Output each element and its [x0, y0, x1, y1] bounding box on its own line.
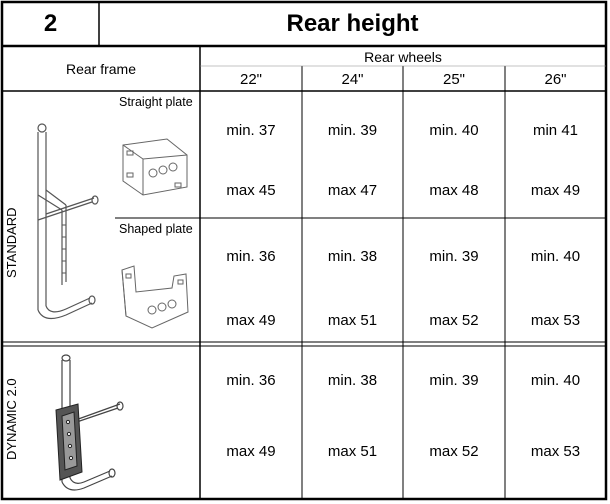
value-straight-min-26: min 41 [532, 121, 579, 139]
value-straight-max-24: max 47 [327, 181, 378, 199]
wheel-size-25: 25" [442, 70, 465, 88]
plate-label-shaped: Shaped plate [119, 222, 193, 236]
value-straight-min-24: min. 39 [327, 121, 378, 139]
group-label-standard: STANDARD [4, 207, 19, 278]
value-shaped-max-25: max 52 [429, 311, 479, 329]
value-shaped-max-22: max 49 [226, 311, 276, 329]
value-dynamic-max-25: max 52 [429, 442, 479, 460]
group-label-dynamic: DYNAMIC 2.0 [4, 378, 19, 460]
dynamic-frame-illustration [55, 354, 124, 491]
straight-plate-icon [122, 138, 188, 196]
plate-label-straight: Straight plate [119, 95, 193, 109]
value-straight-min-22: min. 37 [226, 121, 276, 139]
standard-frame-illustration [37, 123, 99, 320]
wheel-size-22: 22" [239, 70, 262, 88]
value-dynamic-max-22: max 49 [226, 442, 276, 460]
value-dynamic-max-26: max 53 [530, 442, 581, 460]
rear-wheels-header: Rear wheels [364, 48, 442, 65]
value-shaped-min-24: min. 38 [327, 247, 378, 265]
value-straight-max-26: max 49 [530, 181, 581, 199]
wheel-size-26: 26" [544, 70, 567, 88]
value-straight-min-25: min. 40 [429, 121, 479, 139]
value-straight-max-22: max 45 [226, 181, 276, 199]
value-dynamic-min-26: min. 40 [530, 371, 581, 389]
value-shaped-max-24: max 51 [327, 311, 378, 329]
value-dynamic-min-25: min. 39 [429, 371, 479, 389]
value-shaped-min-26: min. 40 [530, 247, 581, 265]
value-shaped-max-26: max 53 [530, 311, 581, 329]
shaped-plate-icon [121, 265, 189, 329]
rear-frame-header: Rear frame [65, 61, 137, 77]
wheel-size-24: 24" [341, 70, 364, 88]
section-number: 2 [43, 10, 58, 37]
value-dynamic-max-24: max 51 [327, 442, 378, 460]
value-shaped-min-25: min. 39 [429, 247, 479, 265]
table-title: Rear height [286, 10, 419, 37]
value-dynamic-min-24: min. 38 [327, 371, 378, 389]
value-dynamic-min-22: min. 36 [226, 371, 276, 389]
value-shaped-min-22: min. 36 [226, 247, 276, 265]
value-straight-max-25: max 48 [429, 181, 479, 199]
